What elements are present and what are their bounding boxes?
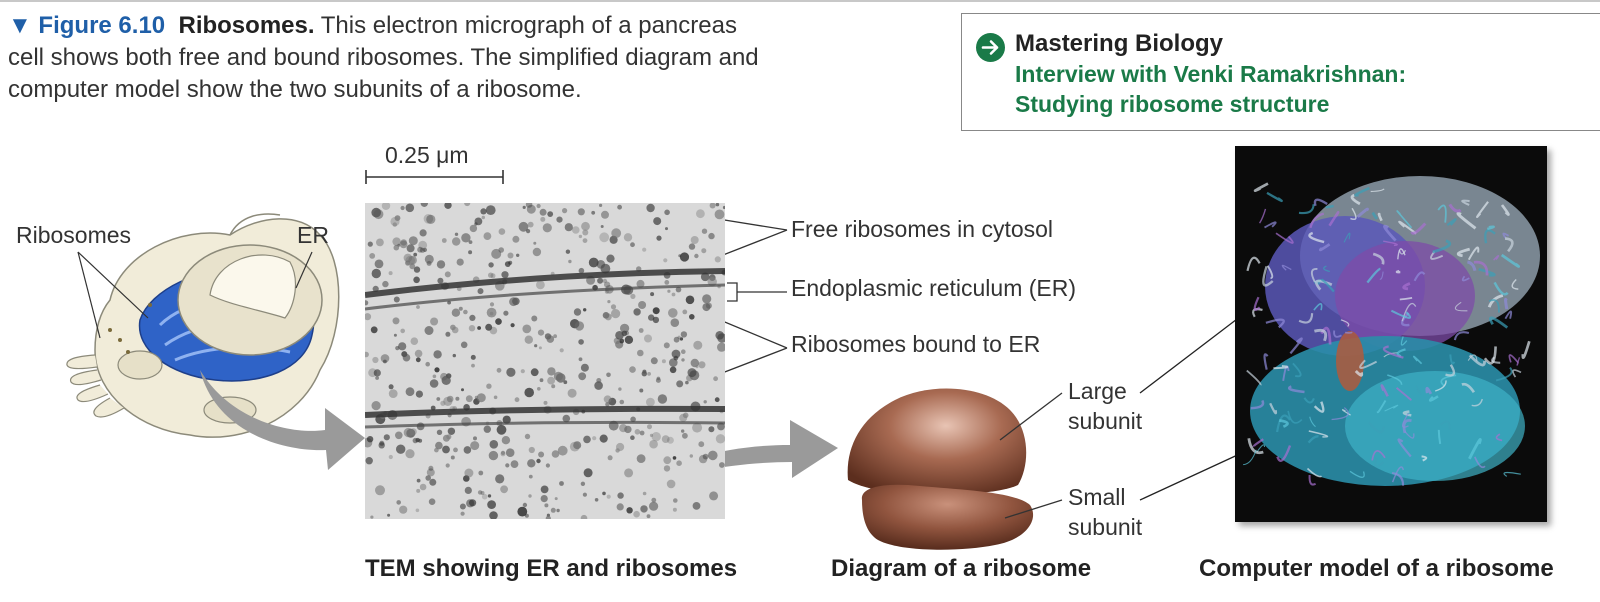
label-endoplasmic-reticulum: Endoplasmic reticulum (ER) bbox=[791, 275, 1077, 301]
er-membrane-lower bbox=[365, 405, 725, 418]
label-small-line-1: Small bbox=[1068, 484, 1126, 510]
mastering-heading: Mastering Biology bbox=[1015, 30, 1224, 57]
figure-caption: ▼ Figure 6.10 Ribosomes. This electron m… bbox=[8, 10, 908, 106]
er-membrane-upper bbox=[365, 268, 725, 298]
caption-line-1: This electron micrograph of a pancreas bbox=[320, 12, 737, 39]
arrow-right-circle-icon bbox=[976, 33, 1005, 62]
label-er: ER bbox=[297, 222, 329, 248]
small-subunit-shape bbox=[861, 484, 1034, 550]
top-rule bbox=[0, 0, 1600, 2]
figure-number: ▼ Figure 6.10 bbox=[8, 12, 166, 39]
scale-bar bbox=[365, 170, 504, 184]
caption-computer-model: Computer model of a ribosome bbox=[1199, 555, 1554, 582]
zoom-arrow-1 bbox=[200, 370, 365, 470]
interview-link-line-2[interactable]: Studying ribosome structure bbox=[1015, 91, 1330, 117]
computer-model-image bbox=[1235, 146, 1547, 522]
ribbon-strands bbox=[1243, 182, 1531, 486]
label-large-line-1: Large bbox=[1068, 378, 1127, 404]
label-ribosomes: Ribosomes bbox=[16, 222, 132, 248]
caption-line-3: computer model show the two subunits of … bbox=[8, 76, 582, 103]
caption-line-2: cell shows both free and bound ribosomes… bbox=[8, 44, 759, 71]
interview-link-line-1[interactable]: Interview with Venki Ramakrishnan: bbox=[1015, 61, 1407, 87]
label-small-line-2: subunit bbox=[1068, 514, 1143, 540]
caption-tem: TEM showing ER and ribosomes bbox=[365, 555, 738, 582]
ribosome-diagram bbox=[847, 388, 1063, 550]
label-large-line-2: subunit bbox=[1068, 408, 1143, 434]
large-subunit-shape bbox=[847, 388, 1027, 495]
label-bound-ribosomes: Ribosomes bound to ER bbox=[791, 331, 1041, 357]
caption-ribosome-diagram: Diagram of a ribosome bbox=[831, 555, 1092, 582]
scale-bar-label: 0.25 μm bbox=[385, 142, 469, 168]
mastering-biology-box[interactable]: Mastering Biology Interview with Venki R… bbox=[961, 13, 1600, 131]
tem-micrograph bbox=[365, 203, 725, 519]
ribosome-granules bbox=[365, 203, 725, 519]
label-free-ribosomes: Free ribosomes in cytosol bbox=[791, 216, 1054, 242]
figure-title: Ribosomes. bbox=[178, 12, 315, 39]
